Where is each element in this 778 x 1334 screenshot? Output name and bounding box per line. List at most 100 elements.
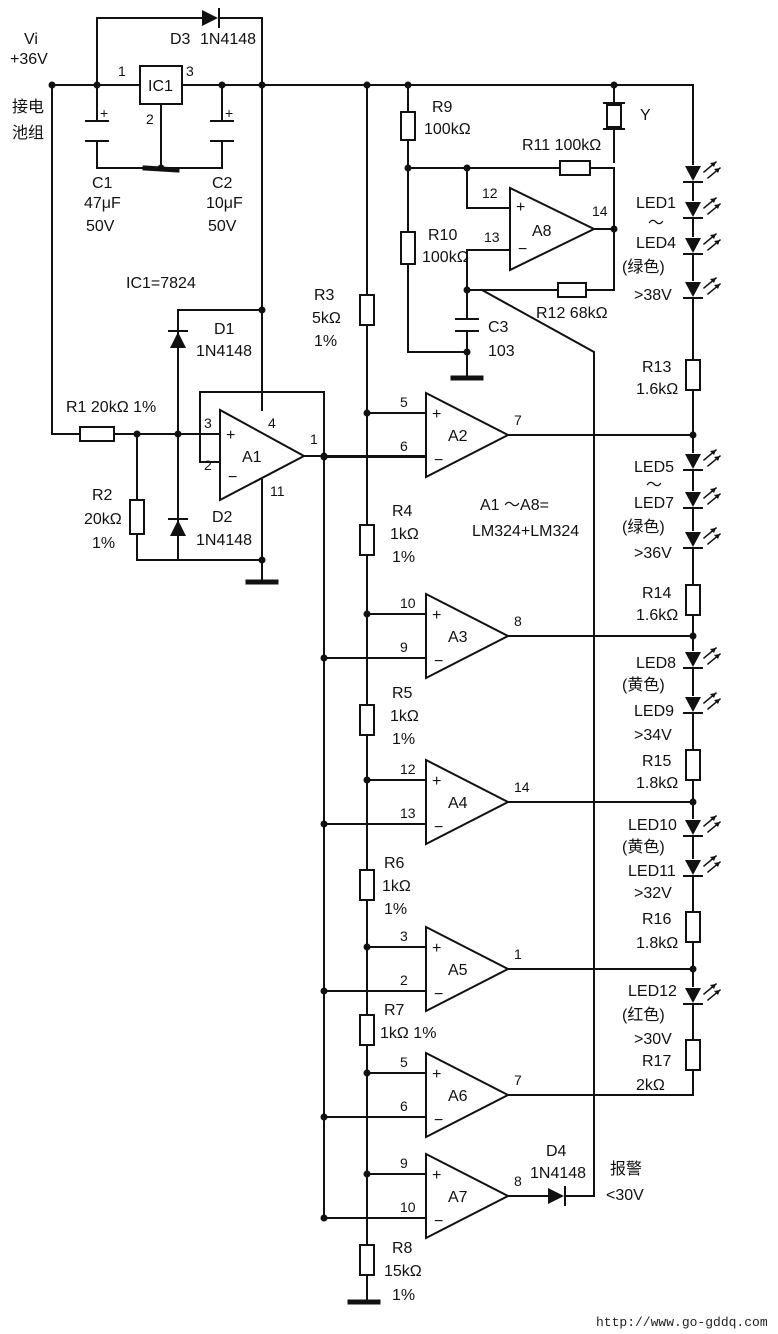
a7-pin-n: 10 — [400, 1199, 416, 1215]
r5-tol: 1% — [392, 731, 415, 748]
svg-text:+: + — [432, 406, 441, 423]
a7-pin-p: 9 — [400, 1155, 408, 1171]
resistor-r14 — [685, 584, 701, 616]
a7-label: A7 — [448, 1189, 468, 1206]
input-voltage: +36V — [10, 51, 48, 68]
resistor-r6 — [359, 869, 375, 901]
r13-value: 1.6kΩ — [636, 381, 678, 398]
a1-pin-out: 1 — [310, 431, 318, 447]
led-group4-color: (黄色) — [622, 838, 665, 856]
svg-text:+: + — [225, 105, 233, 121]
a1-pin-p: 3 — [204, 415, 212, 431]
resistor-r16 — [685, 911, 701, 943]
svg-text:+: + — [432, 607, 441, 624]
resistor-r2 — [129, 499, 145, 535]
diode-d4 — [548, 1186, 566, 1206]
opamp-a3 — [425, 592, 511, 680]
ic1-type-note: IC1=7824 — [126, 275, 196, 292]
led-diode — [683, 276, 722, 299]
led-group4-threshold: >32V — [634, 885, 672, 902]
led-diode — [683, 854, 722, 877]
a4-pin-n: 13 — [400, 805, 416, 821]
input-buffer-section: R1 20kΩ 1% R2 20kΩ 1% D1 1N4148 D2 1N414… — [51, 84, 421, 1219]
d2-type: 1N4148 — [196, 532, 252, 549]
r4-ref: R4 — [392, 503, 413, 520]
resistor-r5 — [359, 704, 375, 736]
led-group3-range: LED8 — [636, 655, 676, 672]
svg-text:−: − — [434, 1213, 443, 1230]
resistor-r1 — [79, 426, 115, 442]
a5-pin-n: 2 — [400, 972, 408, 988]
opamp-a5 — [425, 925, 511, 1013]
a2-pin-out: 7 — [514, 412, 522, 428]
opamp-a2 — [425, 391, 511, 479]
led-group3-color: (黄色) — [622, 676, 665, 694]
led-group3-threshold: >34V — [634, 727, 672, 744]
d4-ref: D4 — [546, 1143, 567, 1160]
a6-pin-n: 6 — [400, 1098, 408, 1114]
resistor-r4 — [359, 524, 375, 556]
resistor-r12 — [557, 282, 587, 298]
r6-tol: 1% — [384, 901, 407, 918]
opamp-a8 — [509, 186, 597, 272]
resistor-r9 — [400, 111, 416, 141]
c2-value: 10μF — [206, 195, 243, 212]
r15-value: 1.8kΩ — [636, 775, 678, 792]
svg-text:+: + — [100, 105, 108, 121]
svg-text:−: − — [228, 469, 237, 486]
capacitor-c1: + — [85, 105, 109, 142]
a8-pin-out: 14 — [592, 203, 608, 219]
r4-tol: 1% — [392, 549, 415, 566]
r4-value: 1kΩ — [390, 526, 419, 543]
a2-label: A2 — [448, 428, 468, 445]
svg-text:−: − — [434, 1112, 443, 1129]
resistor-r15 — [685, 749, 701, 781]
r5-value: 1kΩ — [390, 708, 419, 725]
oscillator-section: + − A8 12 13 14 R9 100kΩ R11 100kΩ R10 1… — [400, 84, 651, 1197]
led-diode — [683, 982, 722, 1005]
r6-value: 1kΩ — [382, 878, 411, 895]
r10-value: 100kΩ — [422, 249, 469, 266]
d3-type: 1N4148 — [200, 31, 256, 48]
resistor-r8 — [359, 1244, 375, 1276]
y-ref: Y — [640, 107, 651, 124]
r13-ref: R13 — [642, 359, 671, 376]
led-group2-range: LED5 — [634, 459, 674, 476]
opamp-a4 — [425, 758, 511, 846]
r14-ref: R14 — [642, 585, 671, 602]
a5-pin-p: 3 — [400, 928, 408, 944]
led-group1-threshold: >38V — [634, 287, 672, 304]
led-diode — [683, 160, 722, 183]
a2-pin-p: 5 — [400, 394, 408, 410]
r2-ref: R2 — [92, 487, 113, 504]
a3-label: A3 — [448, 629, 468, 646]
r12-label: R12 68kΩ — [536, 305, 608, 322]
alarm-label: 报警 — [610, 1160, 642, 1178]
a6-pin-out: 7 — [514, 1072, 522, 1088]
led-indicator-column: LED1～LED4(绿色)>38VR131.6kΩLED5～LED7(绿色)>3… — [593, 84, 722, 1096]
led-group5-threshold: >30V — [634, 1031, 672, 1048]
a5-label: A5 — [448, 962, 468, 979]
a8-label: A8 — [532, 223, 552, 240]
led-diode — [683, 646, 722, 669]
a8-pin-p: 12 — [482, 185, 498, 201]
a2-pin-n: 6 — [400, 438, 408, 454]
svg-text:−: − — [434, 452, 443, 469]
ic1-pin2: 2 — [146, 111, 154, 127]
r9-value: 100kΩ — [424, 121, 471, 138]
resistor-r3 — [359, 294, 375, 326]
svg-text:−: − — [434, 986, 443, 1003]
led-diode — [683, 814, 722, 837]
resistor-r10 — [400, 231, 416, 265]
a6-label: A6 — [448, 1088, 468, 1105]
a1-label: A1 — [242, 449, 262, 466]
r2-tol: 1% — [92, 535, 115, 552]
r6-ref: R6 — [384, 855, 405, 872]
svg-text:−: − — [434, 819, 443, 836]
r16-value: 1.8kΩ — [636, 935, 678, 952]
a7-pin-out: 8 — [514, 1173, 522, 1189]
r7-value: 1kΩ 1% — [380, 1025, 436, 1042]
d1-type: 1N4148 — [196, 343, 252, 360]
